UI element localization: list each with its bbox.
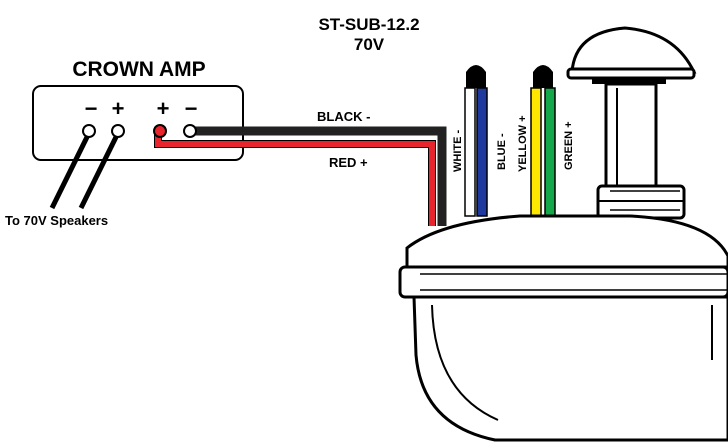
stem xyxy=(604,82,658,188)
model-voltage: 70V xyxy=(354,35,385,54)
speaker-line-minus xyxy=(49,129,93,210)
speaker-line-plus xyxy=(78,129,122,210)
mushroom-cap-rim xyxy=(566,67,696,80)
terminal-in-plus xyxy=(153,124,167,138)
lead-cap-right xyxy=(533,65,553,88)
enclosure-bowl xyxy=(412,295,728,442)
yellow-wire-label: YELLOW + xyxy=(517,115,529,172)
lead-cap-left xyxy=(466,65,486,88)
cap-band xyxy=(592,78,666,84)
amp-in-plus-label: + xyxy=(157,96,170,121)
red-wire-label: RED + xyxy=(329,155,368,170)
amp-out-plus-label: + xyxy=(112,96,125,121)
mushroom-cap xyxy=(570,26,697,74)
terminal-out-minus xyxy=(82,124,96,138)
terminal-in-minus xyxy=(183,124,197,138)
model-name: ST-SUB-12.2 xyxy=(318,15,419,34)
blue-wire-label: BLUE - xyxy=(496,133,508,170)
bowl-highlight xyxy=(431,304,499,421)
enclosure-rim xyxy=(398,265,728,299)
white-wire xyxy=(464,87,476,217)
terminal-out-plus xyxy=(111,124,125,138)
amp-in-minus-label: − xyxy=(185,96,198,121)
blue-wire xyxy=(476,87,488,217)
green-wire xyxy=(544,87,556,217)
amp-box xyxy=(32,85,244,161)
black-wire xyxy=(190,126,447,226)
green-wire-label: GREEN + xyxy=(563,121,575,170)
amp-out-minus-label: − xyxy=(85,96,98,121)
enclosure-dome xyxy=(405,214,728,269)
red-wire xyxy=(155,131,435,226)
yellow-wire xyxy=(530,87,542,217)
speakers-label: To 70V Speakers xyxy=(5,213,108,228)
black-wire-label: BLACK - xyxy=(317,109,370,124)
amp-title: CROWN AMP xyxy=(72,58,205,81)
white-wire-label: WHITE - xyxy=(452,130,464,172)
